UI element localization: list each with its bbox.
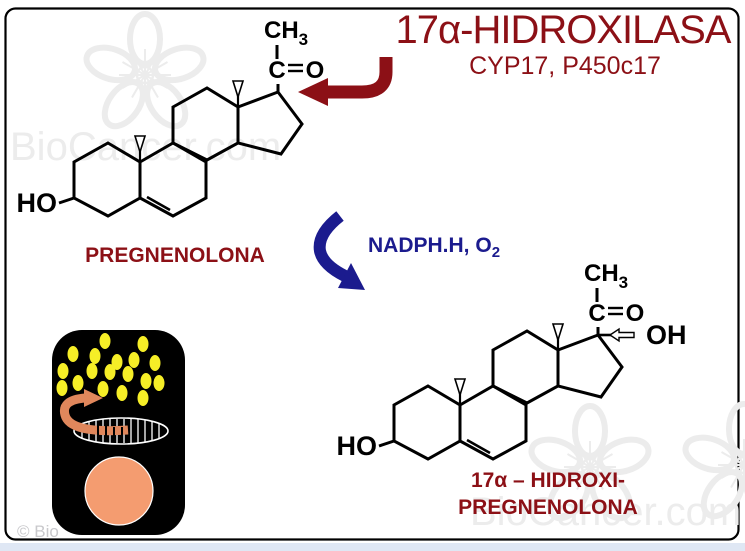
reaction-arrowhead-icon bbox=[338, 263, 365, 290]
cell-inset bbox=[52, 330, 185, 535]
cofactor-label: NADPH.H, O2 bbox=[368, 234, 500, 261]
copyright-text: © Bio bbox=[17, 522, 59, 541]
reaction-arrow-shaft bbox=[313, 211, 348, 282]
product-label-line1: 17α – HIDROXI- bbox=[471, 469, 625, 492]
oh-pointer-arrow-icon bbox=[608, 327, 635, 343]
enzyme-arrow-shaft bbox=[328, 57, 393, 99]
watermark-text-bottom: BioCancer.com bbox=[470, 490, 741, 534]
recycle-arrow bbox=[59, 389, 129, 438]
product-oh-group: OH bbox=[598, 320, 687, 350]
substrate-label: PREGNENOLONA bbox=[85, 244, 265, 267]
enzyme-arrowhead-icon bbox=[298, 78, 328, 106]
watermark-text-top: BioCancer.com bbox=[10, 125, 281, 169]
recycle-arrowhead-icon bbox=[84, 389, 103, 407]
nucleus bbox=[84, 456, 154, 526]
product-oh-label: OH bbox=[646, 320, 687, 350]
vesicle-dots bbox=[56, 333, 165, 406]
reaction-arrow bbox=[313, 211, 365, 290]
enzyme-title: 17α-HIDROXILASA bbox=[396, 8, 732, 52]
product-label-line2: PREGNENOLONA bbox=[458, 496, 638, 519]
enzyme-arrow bbox=[298, 57, 393, 106]
slide-border bbox=[4, 7, 740, 541]
outer-strip bbox=[0, 543, 745, 551]
enzyme-subtitle: CYP17, P450c17 bbox=[469, 52, 661, 80]
